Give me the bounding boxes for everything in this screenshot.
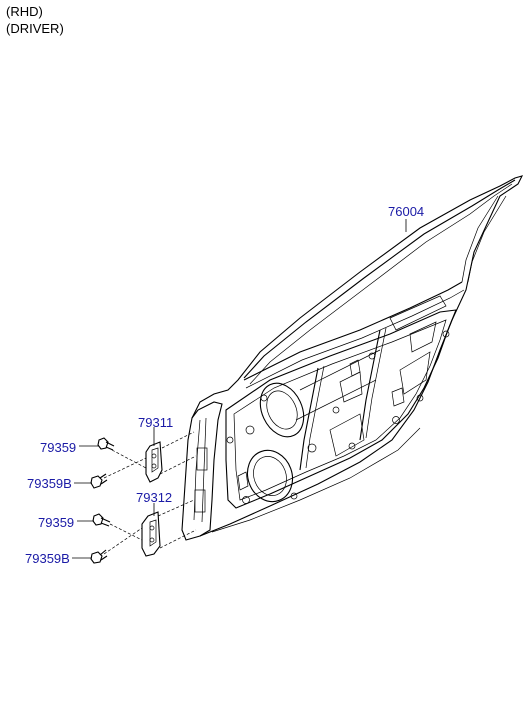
side-note: (DRIVER) bbox=[6, 21, 64, 36]
bolt-lower-drawing bbox=[92, 513, 111, 527]
callout-bolt-upper-b[interactable]: 79359B bbox=[27, 476, 72, 491]
callout-lower-hinge[interactable]: 79312 bbox=[136, 490, 173, 505]
callout-door-panel[interactable]: 76004 bbox=[388, 204, 425, 219]
variant-note: (RHD) bbox=[6, 4, 43, 19]
lower-hinge-drawing bbox=[141, 511, 161, 557]
door-panel-drawing bbox=[181, 175, 524, 541]
callout-bolt-upper[interactable]: 79359 bbox=[40, 440, 77, 455]
upper-hinge-drawing bbox=[145, 441, 163, 483]
callout-bolt-lower-b[interactable]: 79359B bbox=[25, 551, 70, 566]
bolt-upper-drawing bbox=[97, 437, 115, 451]
callout-upper-hinge[interactable]: 79311 bbox=[138, 415, 174, 430]
leader-lines bbox=[72, 219, 407, 559]
callout-bolt-lower[interactable]: 79359 bbox=[38, 515, 75, 530]
assembly-lines bbox=[103, 431, 197, 555]
bolt-upper-b-drawing bbox=[90, 473, 108, 489]
bolt-lower-b-drawing bbox=[90, 549, 108, 564]
